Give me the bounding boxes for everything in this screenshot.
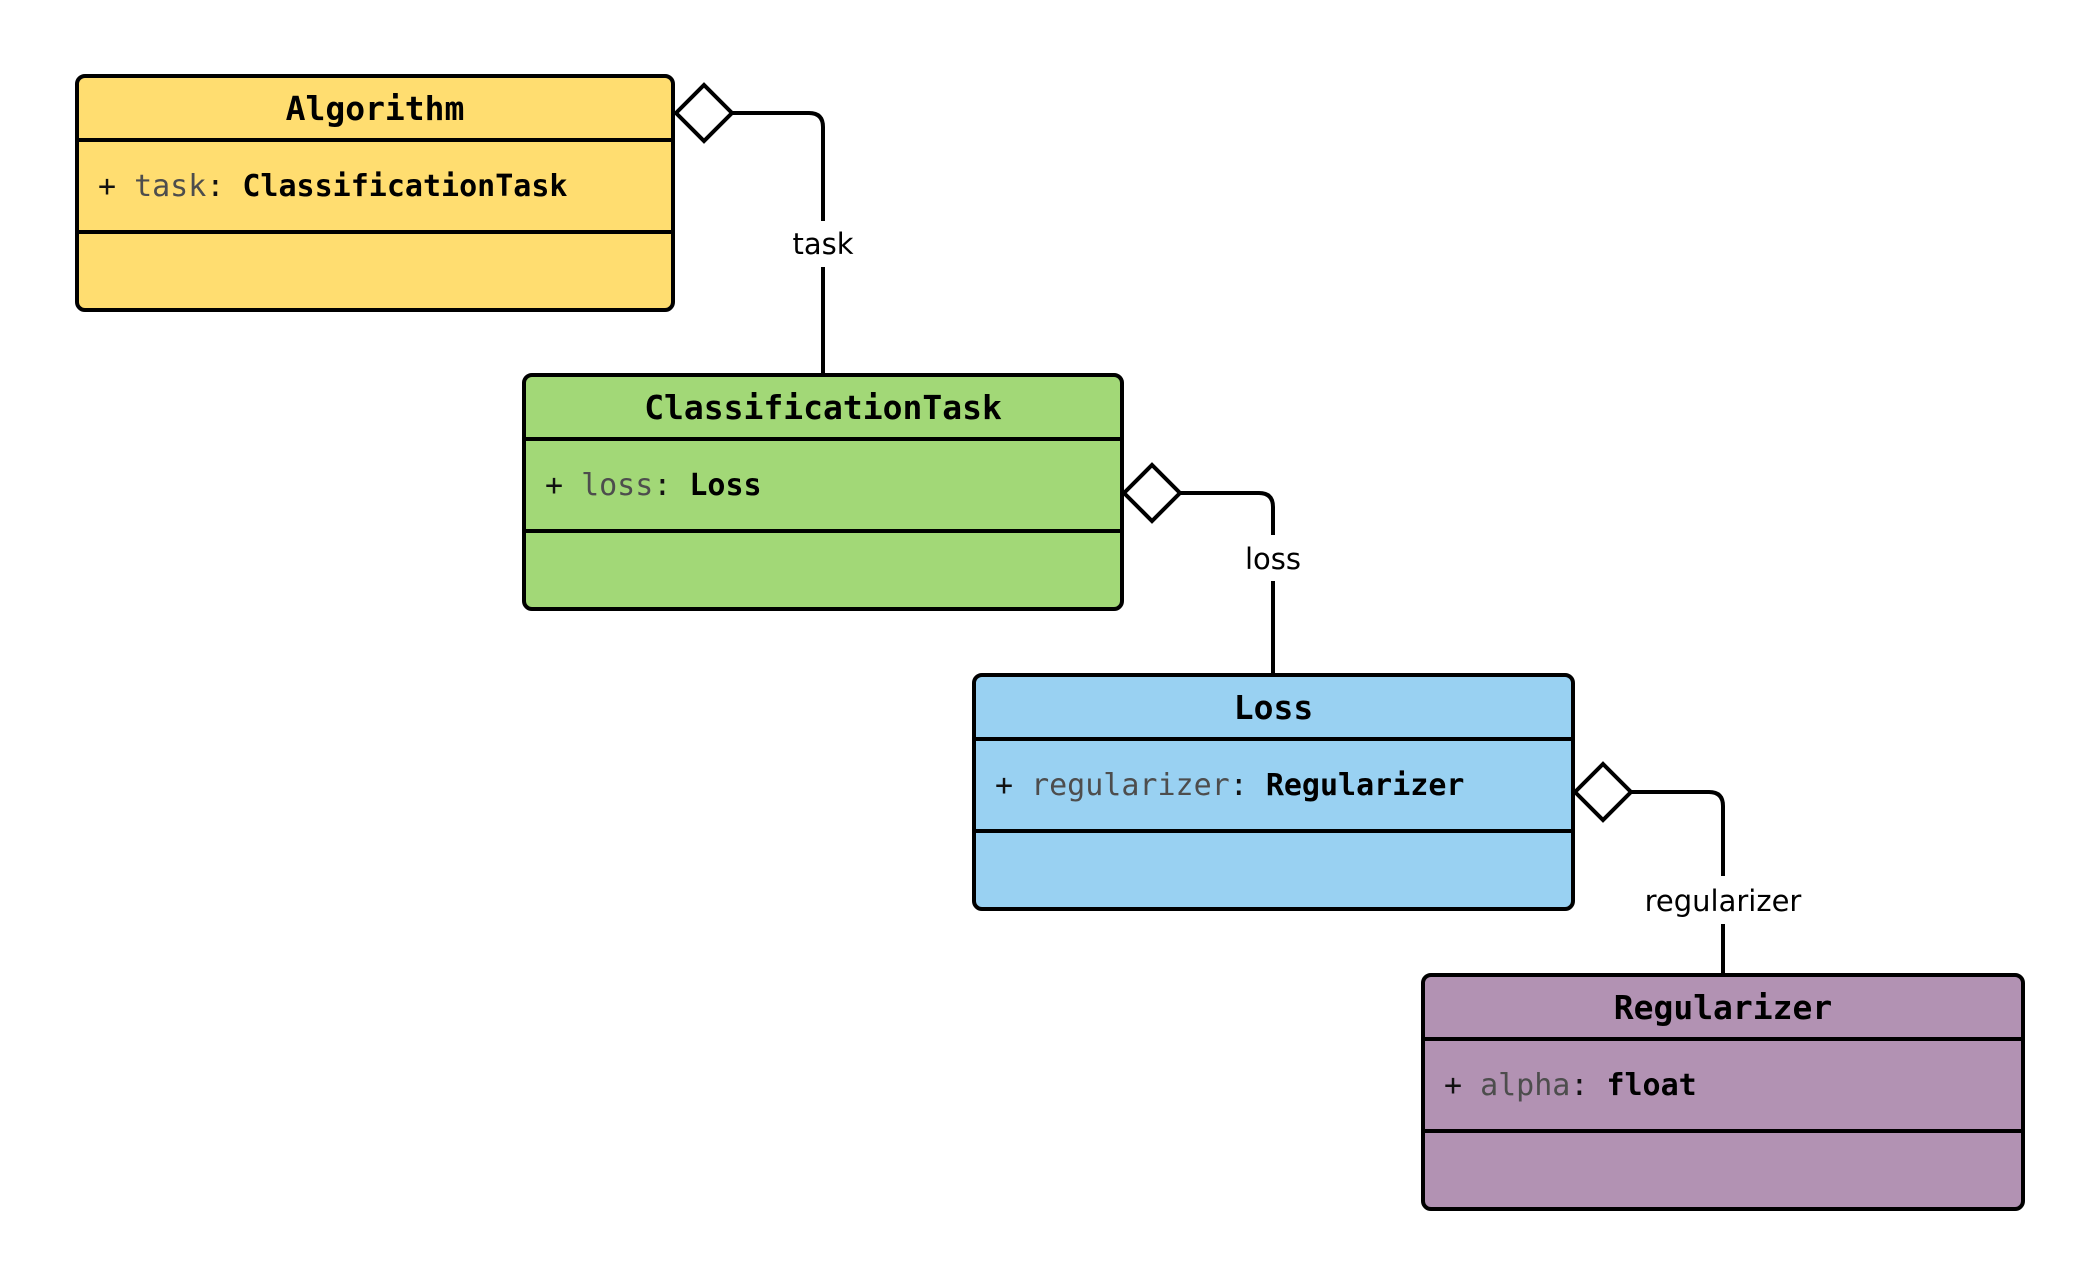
class-title: Regularizer (1425, 977, 2021, 1041)
class-box-classificationtask[interactable]: ClassificationTask + loss : Loss (522, 373, 1124, 611)
attribute-colon: : (1570, 1067, 1589, 1103)
attribute-row: + loss : Loss (526, 441, 1120, 533)
edge-segment-upper (1180, 491, 1275, 535)
class-title: Algorithm (79, 78, 671, 142)
attribute-type: ClassificationTask (242, 168, 568, 204)
attribute-row: + task : ClassificationTask (79, 142, 671, 234)
attribute-colon: : (1229, 767, 1248, 803)
empty-compartment (526, 533, 1120, 607)
edge-label: regularizer (1645, 884, 1802, 918)
edge-regularizer[interactable]: regularizer (1572, 761, 1802, 973)
attribute-type: Loss (689, 467, 762, 503)
edge-label: task (792, 227, 853, 261)
attribute-name: alpha (1480, 1067, 1571, 1103)
class-title: ClassificationTask (526, 377, 1120, 441)
empty-compartment (976, 833, 1571, 907)
attribute-visibility: + (995, 767, 1014, 803)
attribute-visibility: + (1444, 1067, 1463, 1103)
aggregation-diamond-icon (1572, 761, 1634, 823)
attribute-name: regularizer (1031, 767, 1230, 803)
attribute-name: task (134, 168, 207, 204)
edge-loss[interactable]: loss (1121, 462, 1301, 673)
edge-label: loss (1245, 542, 1301, 576)
attribute-type: Regularizer (1265, 767, 1465, 803)
aggregation-diamond-icon (673, 82, 735, 144)
aggregation-diamond-icon (1121, 462, 1183, 524)
class-box-algorithm[interactable]: Algorithm + task : ClassificationTask (75, 74, 675, 312)
attribute-row: + alpha : float (1425, 1041, 2021, 1133)
attribute-name: loss (581, 467, 654, 503)
attribute-colon: : (653, 467, 672, 503)
empty-compartment (1425, 1133, 2021, 1207)
class-box-regularizer[interactable]: Regularizer + alpha : float (1421, 973, 2025, 1211)
edge-task[interactable]: task (673, 82, 854, 373)
empty-compartment (79, 234, 671, 308)
attribute-colon: : (206, 168, 225, 204)
attribute-row: + regularizer : Regularizer (976, 741, 1571, 833)
attribute-visibility: + (545, 467, 564, 503)
attribute-type: float (1606, 1067, 1697, 1103)
edge-segment-upper (732, 111, 825, 221)
class-box-loss[interactable]: Loss + regularizer : Regularizer (972, 673, 1575, 911)
class-title: Loss (976, 677, 1571, 741)
attribute-visibility: + (98, 168, 117, 204)
edge-segment-upper (1631, 790, 1725, 876)
